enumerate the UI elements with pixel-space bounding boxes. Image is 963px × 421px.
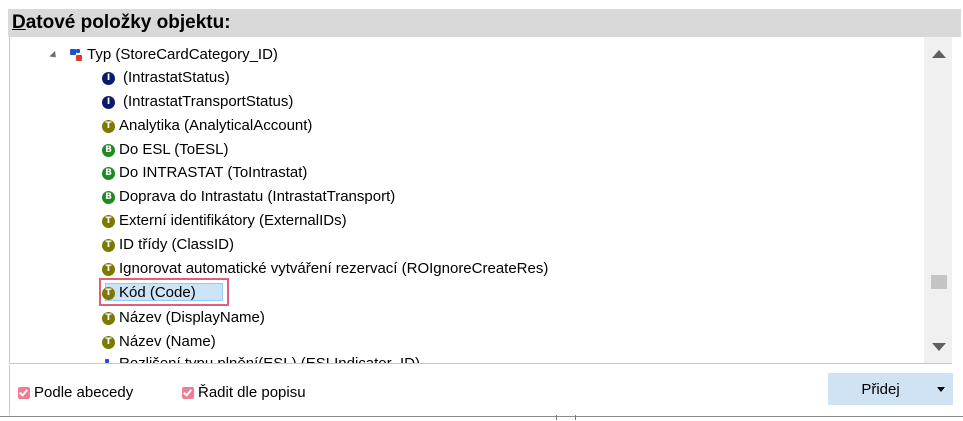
add-button[interactable]: Přidej — [828, 373, 953, 405]
tree-node-typ[interactable]: Typ (StoreCardCategory_ID) — [49, 44, 278, 66]
tree-item[interactable]: T ID třídy (ClassID) — [102, 234, 234, 256]
text-type-icon: T — [102, 238, 115, 252]
tree-view[interactable]: Typ (StoreCardCategory_ID) I (IntrastatS… — [10, 37, 924, 363]
tree-item-label: Do INTRASTAT (ToIntrastat) — [119, 164, 308, 181]
collapse-arrow-icon[interactable] — [49, 50, 59, 60]
tree-item[interactable]: B Do ESL (ToESL) — [102, 139, 229, 161]
text-type-icon: T — [102, 119, 115, 133]
tree-item[interactable]: T Název (DisplayName) — [102, 307, 265, 329]
tree-item-label: Název (Name) — [119, 333, 216, 350]
boolean-type-icon: B — [102, 190, 115, 204]
tree-item[interactable]: T Ignorovat automatické vytváření rezerv… — [102, 258, 548, 280]
scrollbar-thumb[interactable] — [931, 275, 947, 289]
dropdown-arrow-icon[interactable] — [937, 386, 945, 392]
sort-by-description-checkbox[interactable]: Řadit dle popisu — [182, 384, 306, 401]
text-type-icon: T — [102, 214, 115, 228]
tree-item-selected[interactable]: T Kód (Code) — [102, 282, 196, 304]
footer-bar: Podle abecedy Řadit dle popisu Přidej — [9, 365, 953, 415]
tree-item-label: Rozlišení typu plnění(ESL) (ESLIndicator… — [119, 353, 420, 363]
tree-item[interactable]: I (IntrastatTransportStatus) — [102, 91, 293, 113]
text-type-icon: T — [102, 311, 115, 325]
tree-item-label: Analytika (AnalyticalAccount) — [119, 117, 313, 134]
relation-icon — [70, 48, 83, 62]
tree-item[interactable]: T Název (Name) — [102, 331, 216, 353]
text-type-icon: T — [102, 286, 115, 300]
tree-item-label: Kód (Code) — [119, 284, 196, 301]
section-title-text: atové položky objektu: — [25, 12, 231, 33]
tree-item[interactable]: B Doprava do Intrastatu (IntrastatTransp… — [102, 186, 395, 208]
boolean-type-icon: B — [102, 143, 115, 157]
relation-icon — [102, 358, 115, 364]
tree-node-label: Typ (StoreCardCategory_ID) — [87, 46, 278, 63]
section-title: Datové položky objektu: — [8, 9, 961, 37]
tree-item-label: (IntrastatStatus) — [123, 69, 230, 86]
scroll-down-arrow-icon[interactable] — [932, 343, 946, 351]
tree-item-label: Do ESL (ToESL) — [119, 141, 229, 158]
integer-type-icon: I — [102, 71, 115, 85]
add-button-label: Přidej — [861, 380, 900, 398]
scroll-up-arrow-icon[interactable] — [932, 50, 946, 58]
tree-item[interactable]: I (IntrastatStatus) — [102, 67, 230, 89]
tree-item-label: ID třídy (ClassID) — [119, 236, 235, 253]
checkbox-checked-icon[interactable] — [18, 386, 30, 399]
section-title-mnemonic: D — [12, 12, 26, 33]
tree-item-label: Doprava do Intrastatu (IntrastatTranspor… — [119, 188, 396, 205]
data-items-tree-panel[interactable]: Typ (StoreCardCategory_ID) I (IntrastatS… — [9, 37, 952, 364]
sort-alphabetically-checkbox[interactable]: Podle abecedy — [18, 384, 133, 401]
tree-item-label: (IntrastatTransportStatus) — [123, 93, 294, 110]
tree-item-label: Název (DisplayName) — [119, 309, 265, 326]
sort-alphabetically-label: Podle abecedy — [34, 384, 134, 401]
integer-type-icon: I — [102, 95, 115, 109]
sort-by-description-label: Řadit dle popisu — [198, 384, 306, 401]
selected-item-highlight — [99, 278, 229, 306]
tree-item[interactable]: T Externí identifikátory (ExternalIDs) — [102, 210, 347, 232]
tree-item-label: Externí identifikátory (ExternalIDs) — [119, 212, 347, 229]
text-type-icon: T — [102, 335, 115, 349]
window-bottom-border — [0, 416, 963, 417]
text-type-icon: T — [102, 262, 115, 276]
tree-item-label: Ignorovat automatické vytváření rezervac… — [119, 260, 549, 277]
tree-item[interactable]: T Analytika (AnalyticalAccount) — [102, 115, 312, 137]
tree-item[interactable]: Rozlišení typu plnění(ESL) (ESLIndicator… — [102, 353, 420, 363]
tree-item[interactable]: B Do INTRASTAT (ToIntrastat) — [102, 162, 307, 184]
checkbox-checked-icon[interactable] — [182, 386, 194, 399]
boolean-type-icon: B — [102, 166, 115, 180]
vertical-scrollbar[interactable] — [924, 37, 952, 363]
splitter-grip[interactable] — [556, 415, 576, 420]
